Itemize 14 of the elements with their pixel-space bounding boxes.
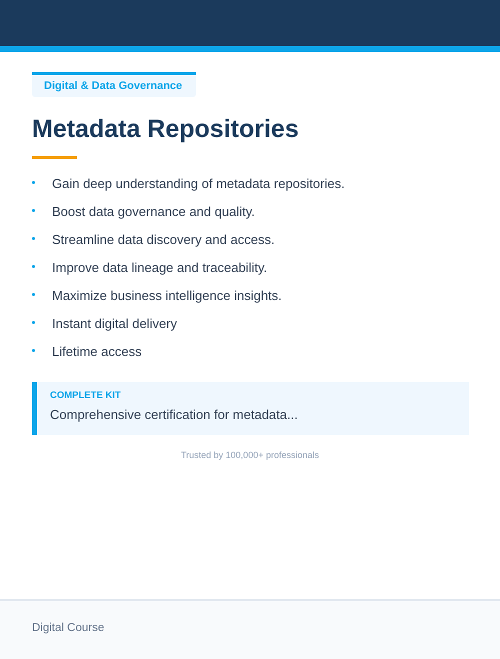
trust-note: Trusted by 100,000+ professionals xyxy=(180,450,319,460)
panel-text: Comprehensive certification for metadata... xyxy=(50,407,298,422)
feature-item: Maximize business intelligence insights. xyxy=(52,288,282,303)
feature-item: Lifetime access xyxy=(52,344,142,359)
feature-item: Instant digital delivery xyxy=(52,316,178,331)
page-title: Metadata Repositories xyxy=(32,115,299,144)
feature-item: Improve data lineage and traceability. xyxy=(52,260,268,275)
feature-item: Gain deep understanding of metadata repositories. xyxy=(52,176,345,191)
panel-heading: COMPLETE KIT xyxy=(50,390,121,401)
category-tag: Digital & Data Governance xyxy=(32,72,196,97)
feature-item: Boost data governance and quality. xyxy=(52,204,255,219)
footer-text: Digital Course xyxy=(32,622,104,634)
feature-item: Streamline data discovery and access. xyxy=(52,232,275,247)
kit-panel xyxy=(32,382,469,435)
